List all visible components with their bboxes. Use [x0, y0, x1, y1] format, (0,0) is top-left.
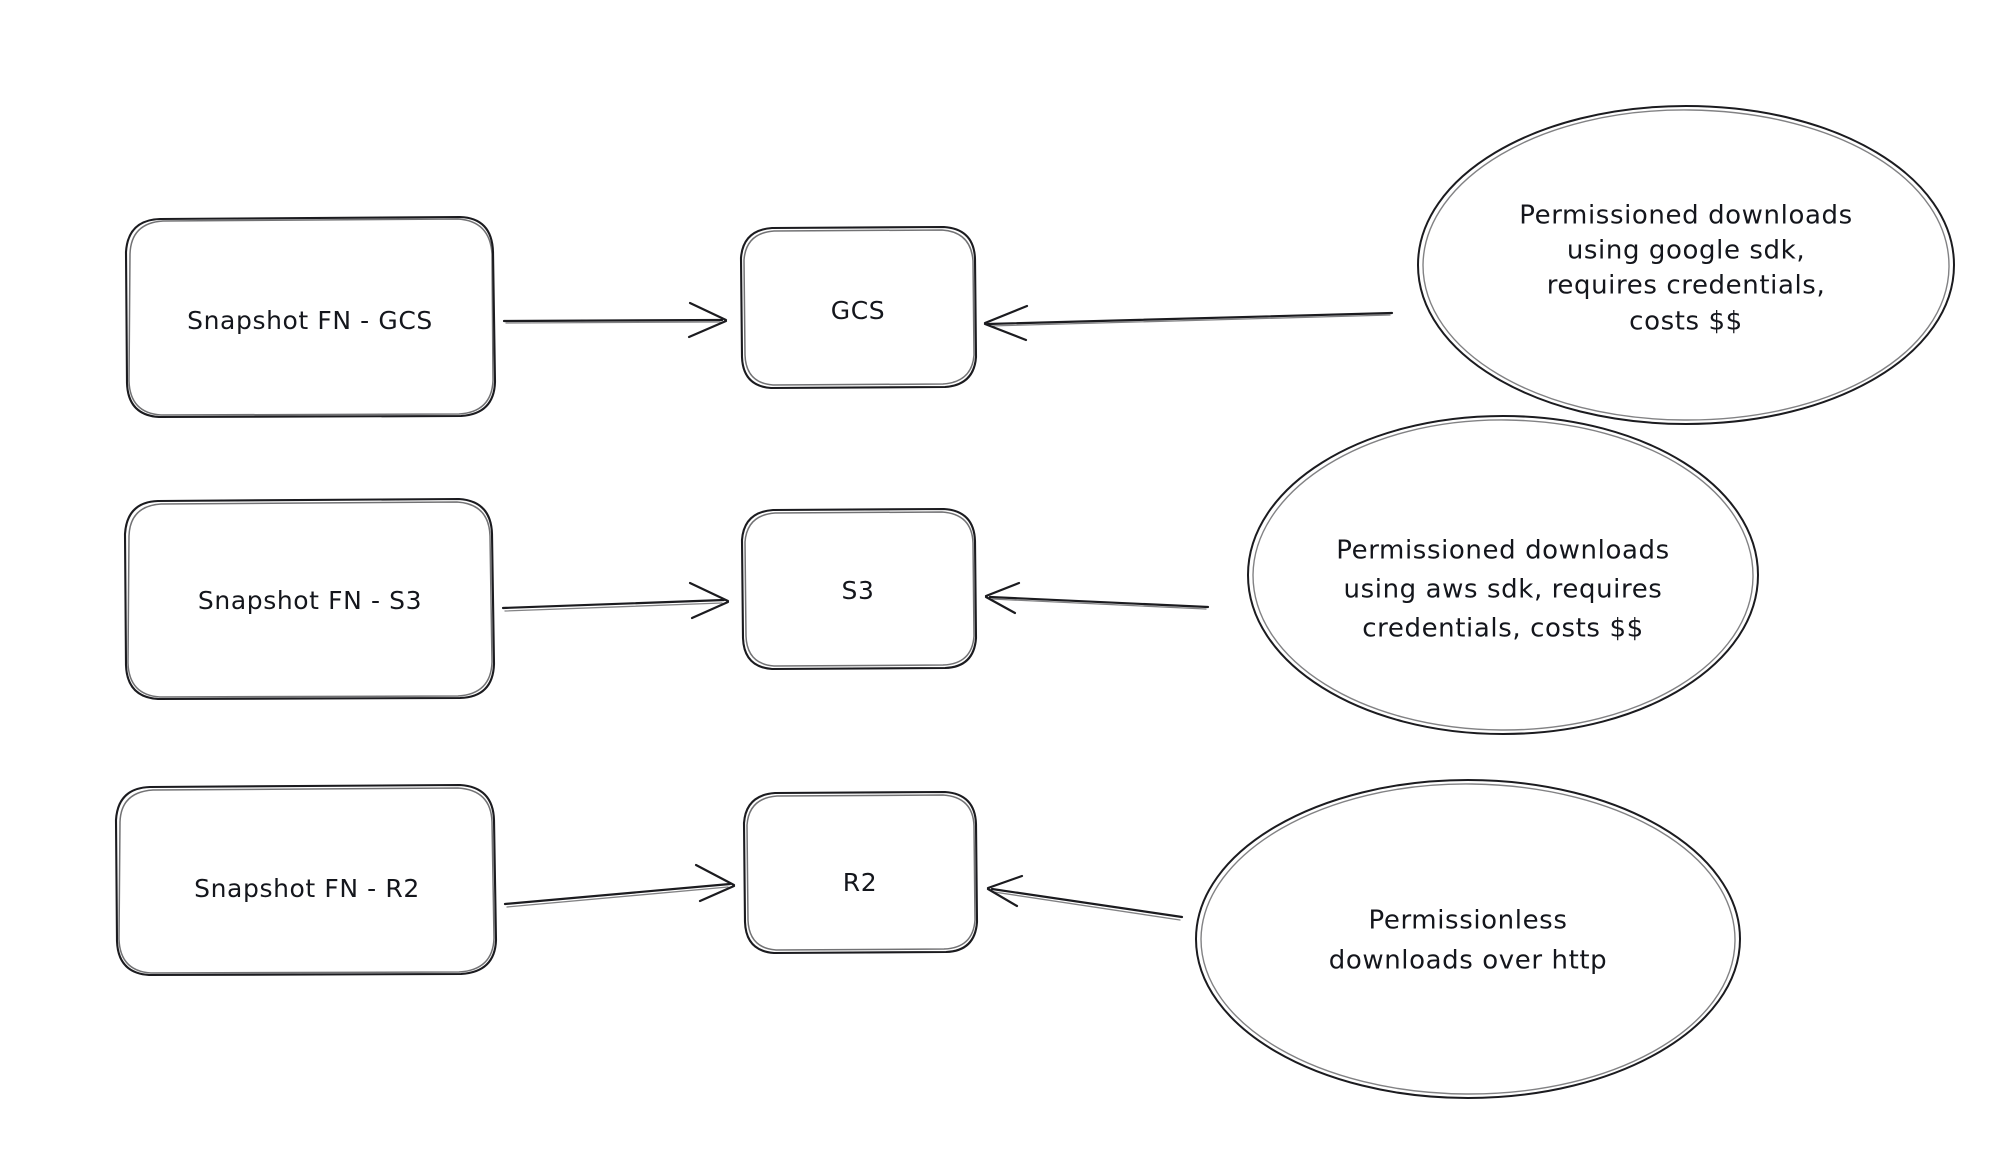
note-line-r2-1: Permissionless: [1369, 906, 1568, 936]
note-line-gcs-1: Permissioned downloads: [1519, 201, 1852, 231]
note-line-gcs-2: using google sdk,: [1567, 236, 1805, 266]
note-line-gcs-3: requires credentials,: [1547, 271, 1826, 301]
node-label-snapshot-fn-r2: Snapshot FN - R2: [194, 874, 420, 903]
node-snapshot-fn-s3[interactable]: [123, 497, 496, 701]
note-line-s3-3: credentials, costs $$: [1362, 614, 1643, 644]
node-snapshot-fn-gcs[interactable]: [124, 215, 497, 419]
note-ellipse-gcs: [1417, 105, 1955, 425]
arrow-note-to-s3: [984, 581, 1210, 615]
node-label-s3: S3: [842, 576, 875, 605]
node-snapshot-fn-r2[interactable]: [114, 783, 498, 977]
arrow-snapshot-gcs-to-gcs: [502, 301, 728, 339]
note-ellipse-s3: [1247, 415, 1759, 735]
note-ellipse-r2: [1195, 779, 1741, 1099]
row-2-group: [123, 415, 1759, 735]
arrow-snapshot-s3-to-s3: [501, 581, 730, 620]
arrow-snapshot-r2-to-r2: [503, 863, 736, 908]
node-s3[interactable]: [740, 507, 978, 671]
node-label-gcs: GCS: [831, 296, 886, 325]
node-gcs[interactable]: [739, 225, 978, 390]
node-label-r2: R2: [843, 868, 877, 897]
node-label-snapshot-fn-s3: Snapshot FN - S3: [198, 586, 422, 615]
arrow-note-to-gcs: [983, 304, 1394, 342]
note-line-r2-2: downloads over http: [1329, 946, 1608, 976]
note-line-gcs-4: costs $$: [1629, 307, 1743, 337]
node-r2[interactable]: [742, 790, 979, 955]
note-line-s3-1: Permissioned downloads: [1336, 536, 1669, 566]
row-1-group: [124, 105, 1955, 425]
node-label-snapshot-fn-gcs: Snapshot FN - GCS: [187, 306, 433, 335]
arrow-note-to-r2: [986, 874, 1184, 921]
note-line-s3-2: using aws sdk, requires: [1344, 575, 1663, 605]
row-3-group: [114, 779, 1741, 1099]
